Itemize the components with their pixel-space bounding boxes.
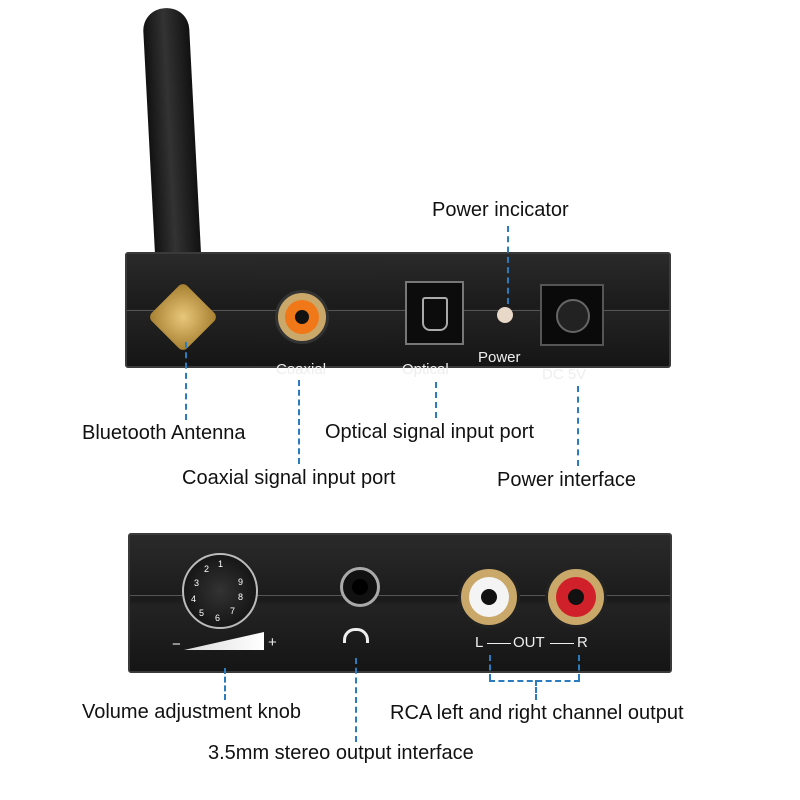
coaxial-label: Coaxial xyxy=(276,361,327,378)
volume-knob[interactable] xyxy=(182,553,258,629)
callout-rca-output: RCA left and right channel output xyxy=(390,702,684,724)
optical-port xyxy=(405,281,464,345)
dc-label: DC 5V xyxy=(542,366,587,383)
knob-number: 9 xyxy=(238,577,244,587)
volume-plus: + xyxy=(268,634,277,651)
knob-number: 5 xyxy=(199,608,205,618)
power-led xyxy=(497,307,513,323)
knob-number: 8 xyxy=(238,592,244,602)
power-label: Power xyxy=(478,349,521,366)
headphone-icon xyxy=(343,628,369,643)
callout-stereo-output: 3.5mm stereo output interface xyxy=(208,742,474,764)
coaxial-jack xyxy=(275,290,329,344)
knob-number: 3 xyxy=(194,578,200,588)
callout-optical-port: Optical signal input port xyxy=(325,421,535,443)
rca-right-jack xyxy=(545,566,607,628)
knob-number: 1 xyxy=(218,559,224,569)
out-label: OUT xyxy=(513,634,545,651)
knob-number: 2 xyxy=(204,564,210,574)
callout-power-indicator: Power incicator xyxy=(432,199,569,221)
out-right-label: R xyxy=(577,634,588,651)
knob-number: 4 xyxy=(191,594,197,604)
callout-coaxial-port: Coaxial signal input port xyxy=(182,467,396,489)
headphone-jack xyxy=(340,567,380,607)
callout-volume-knob: Volume adjustment knob xyxy=(82,701,302,723)
callout-power-interface: Power interface xyxy=(497,469,636,491)
dc-jack xyxy=(540,284,604,346)
callout-bluetooth-antenna: Bluetooth Antenna xyxy=(82,422,246,444)
knob-number: 7 xyxy=(230,606,236,616)
optical-label: Optical xyxy=(402,361,449,378)
out-left-label: L xyxy=(475,634,484,651)
rca-left-jack xyxy=(458,566,520,628)
knob-number: 6 xyxy=(215,613,221,623)
volume-minus: − xyxy=(172,636,181,653)
